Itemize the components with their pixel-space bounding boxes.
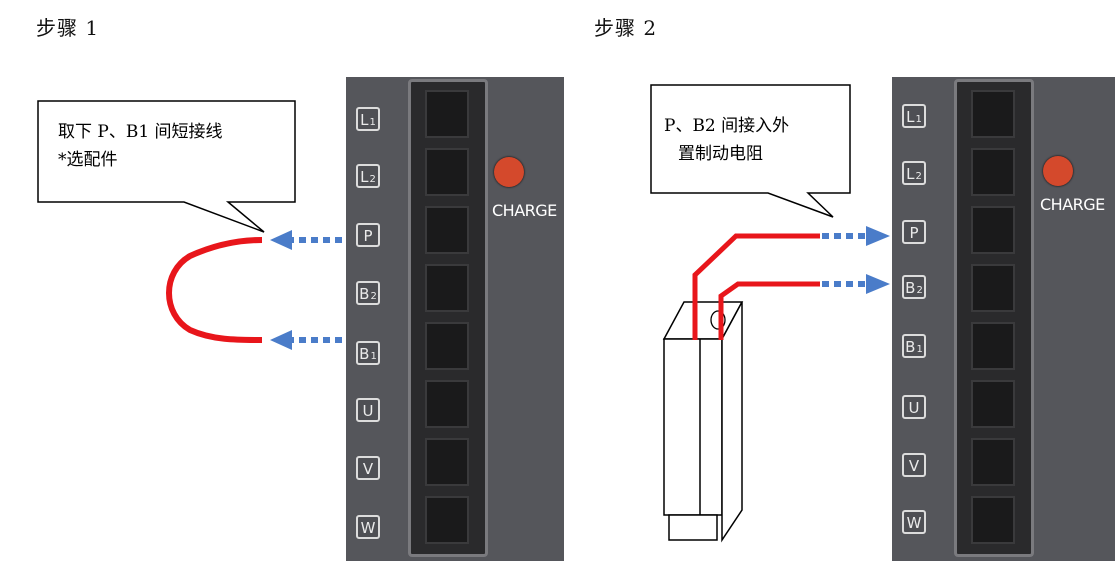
connector-slot [425,206,469,254]
connector-slot [971,322,1015,370]
connector-slot [971,206,1015,254]
callout-text-step1: 取下 P、B1 间短接线 *选配件 [58,118,278,174]
connector-slot [971,438,1015,486]
terminal-connector-block [954,79,1034,557]
terminal-label-p: P [356,223,380,247]
connect-arrow-p [822,226,890,246]
terminal-label-p: P [902,220,926,244]
connector-slot [971,90,1015,138]
callout1-line1: 取下 P、B1 间短接线 [58,122,223,142]
callout-text-step2: P、B2 间接入外 置制动电阻 [664,112,834,168]
terminal-label-v: V [902,453,926,477]
callout1-line2: *选配件 [58,150,118,170]
charge-label: CHARGE [492,201,557,220]
connector-slot [425,496,469,544]
terminal-label-u: U [356,398,380,422]
connector-slot [971,380,1015,428]
connector-slot [425,380,469,428]
callout-bubble-step1 [37,100,296,233]
callout2-line2: 置制动电阻 [678,144,763,164]
resistor-wire-to-b2 [718,281,820,340]
charge-label: CHARGE [1040,195,1105,214]
step2-title: 步骤 2 [594,16,658,40]
connector-slot [425,148,469,196]
connector-slot [425,264,469,312]
connector-slot [971,148,1015,196]
callout-bubble-step2 [650,84,851,218]
braking-resistor-icon [662,301,744,543]
terminal-label-w: W [356,515,380,539]
terminal-label-v: V [356,456,380,480]
removal-arrow-b1 [270,330,342,350]
resistor-wire-to-p [692,233,820,340]
charge-led-icon [1043,156,1073,186]
terminal-label-u: U [902,395,926,419]
callout2-line1: P、B2 间接入外 [664,116,790,136]
connector-slot [425,438,469,486]
connector-slot [971,496,1015,544]
charge-led-icon [494,157,524,187]
connector-slot [971,264,1015,312]
step1-title: 步骤 1 [36,16,100,40]
connector-slot [425,90,469,138]
connect-arrow-b2 [822,274,890,294]
jumper-wire [166,237,263,343]
terminal-connector-block [408,79,488,557]
terminal-label-w: W [902,510,926,534]
connector-slot [425,322,469,370]
removal-arrow-p [270,230,342,250]
